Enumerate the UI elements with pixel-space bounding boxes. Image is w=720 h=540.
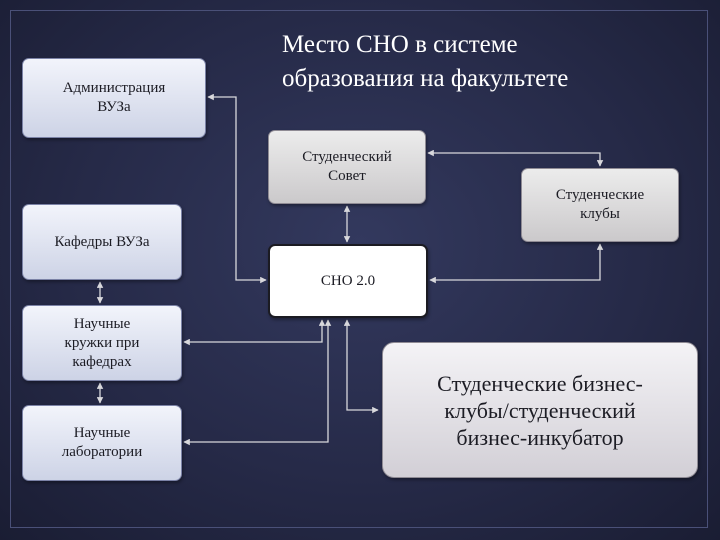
title-line-2: образования на факультете [282, 65, 569, 92]
link-admin-sno [207, 93, 267, 284]
link-labs-sno [183, 319, 332, 446]
node-label: Студенческий [302, 149, 392, 165]
node-label: Научные [73, 315, 131, 332]
node-research-labs[interactable]: Научные лаборатории [22, 405, 182, 481]
node-label: клубы [580, 206, 620, 222]
node-label: Совет [328, 168, 366, 184]
node-label: кружки при [64, 334, 140, 351]
node-university-administration[interactable]: Администрация ВУЗа [22, 58, 206, 138]
node-label: СНО 2.0 [320, 272, 376, 289]
node-student-council[interactable]: Студенческий Совет [268, 130, 426, 204]
node-label: Администрация [62, 80, 166, 96]
node-label: Студенческие бизнес- [437, 370, 643, 396]
node-university-departments[interactable]: Кафедры ВУЗа [22, 204, 182, 280]
node-label: Студенческие [555, 187, 645, 203]
node-sno[interactable]: СНО 2.0 [268, 244, 428, 318]
node-label: ВУЗа [97, 99, 131, 115]
node-label: кафедрах [72, 353, 132, 370]
link-council-clubs [427, 149, 604, 167]
link-sno-business [343, 319, 379, 414]
node-business-clubs-incubator[interactable]: Студенческие бизнес- клубы/студенческий … [382, 342, 698, 478]
title-line-1: Место СНО в системе [282, 31, 518, 58]
slide-title: Место СНО в системе образования на факул… [282, 28, 702, 96]
node-label: Научные [73, 425, 131, 441]
node-label: бизнес-инкубатор [456, 424, 624, 450]
node-label: Кафедры ВУЗа [54, 233, 150, 250]
node-label: лаборатории [61, 444, 143, 460]
node-label: клубы/студенческий [444, 397, 636, 423]
node-research-circles[interactable]: Научные кружки при кафедрах [22, 305, 182, 381]
link-clubs-sno [429, 243, 604, 284]
link-circles-sno [183, 319, 326, 346]
slide-frame [10, 10, 708, 528]
node-student-clubs[interactable]: Студенческие клубы [521, 168, 679, 242]
